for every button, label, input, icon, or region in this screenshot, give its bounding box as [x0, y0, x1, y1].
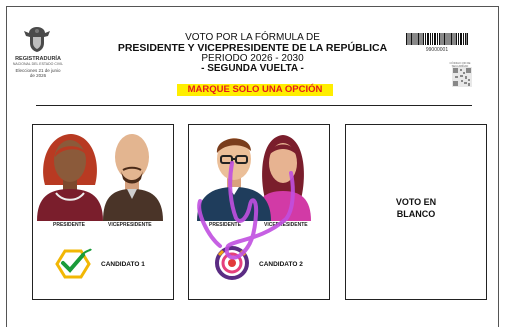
option-card-blank-vote[interactable]: VOTO EN BLANCO [345, 124, 487, 300]
candidate-2-label: CANDIDATO 2 [259, 261, 303, 268]
president-hair-icon [216, 138, 251, 153]
option-card-candidate-2[interactable]: PRESIDENTE VICEPRESIDENTE CANDIDATO 2 [188, 124, 330, 300]
president-body-icon [37, 189, 103, 221]
qr-caption: CÓDIGO QR DE SEGURIDAD [449, 61, 471, 68]
blank-vote-line1: VOTO EN [395, 197, 437, 207]
green-checkmark-hexagon-icon [55, 248, 92, 279]
president-label: PRESIDENTE [53, 222, 85, 228]
option-card-candidate-1[interactable]: PRESIDENTE VICEPRESIDENTE CANDIDATO 1 [32, 124, 174, 300]
coat-of-arms-icon [24, 27, 50, 52]
header-period: PERIODO 2026 - 2030 [201, 53, 304, 64]
registry-subtitle: NACIONAL DEL ESTADO CIVIL [12, 62, 64, 66]
barcode [406, 33, 468, 45]
vice-president-face-icon [115, 134, 149, 180]
qr-code [452, 67, 472, 87]
header-line-2: PRESIDENTE Y VICEPRESIDENTE DE LA REPÚBL… [117, 42, 388, 54]
vice-president-label: VICEPRESIDENTE [264, 222, 308, 228]
barcode-number: 99000001 [425, 47, 449, 53]
election-date-line1: Elecciones 21 de junio [15, 68, 61, 73]
election-date: Elecciones 21 de junio de 2026 [10, 68, 66, 78]
target-circle-icon [215, 246, 249, 280]
blank-vote-line2: BLANCO [396, 209, 436, 219]
vice-president-label: VICEPRESIDENTE [108, 222, 152, 228]
instruction-banner: MARQUE SOLO UNA OPCIÓN [177, 84, 333, 96]
header-line-1: VOTO POR LA FÓRMULA DE [185, 32, 320, 43]
candidate-2-illustration [197, 135, 311, 221]
header-round: - SEGUNDA VUELTA - [201, 63, 304, 74]
candidate-1-label: CANDIDATO 1 [101, 261, 145, 268]
candidate-1-illustration [37, 134, 163, 221]
election-date-line2: de 2026 [29, 73, 47, 78]
header-divider [36, 105, 472, 106]
president-label: PRESIDENTE [209, 222, 241, 228]
vice-president-body-icon [103, 189, 163, 221]
vice-president-beard-icon [121, 171, 143, 184]
registry-name: REGISTRADURÍA [15, 56, 61, 62]
blank-vote-label: VOTO EN BLANCO [346, 196, 486, 220]
